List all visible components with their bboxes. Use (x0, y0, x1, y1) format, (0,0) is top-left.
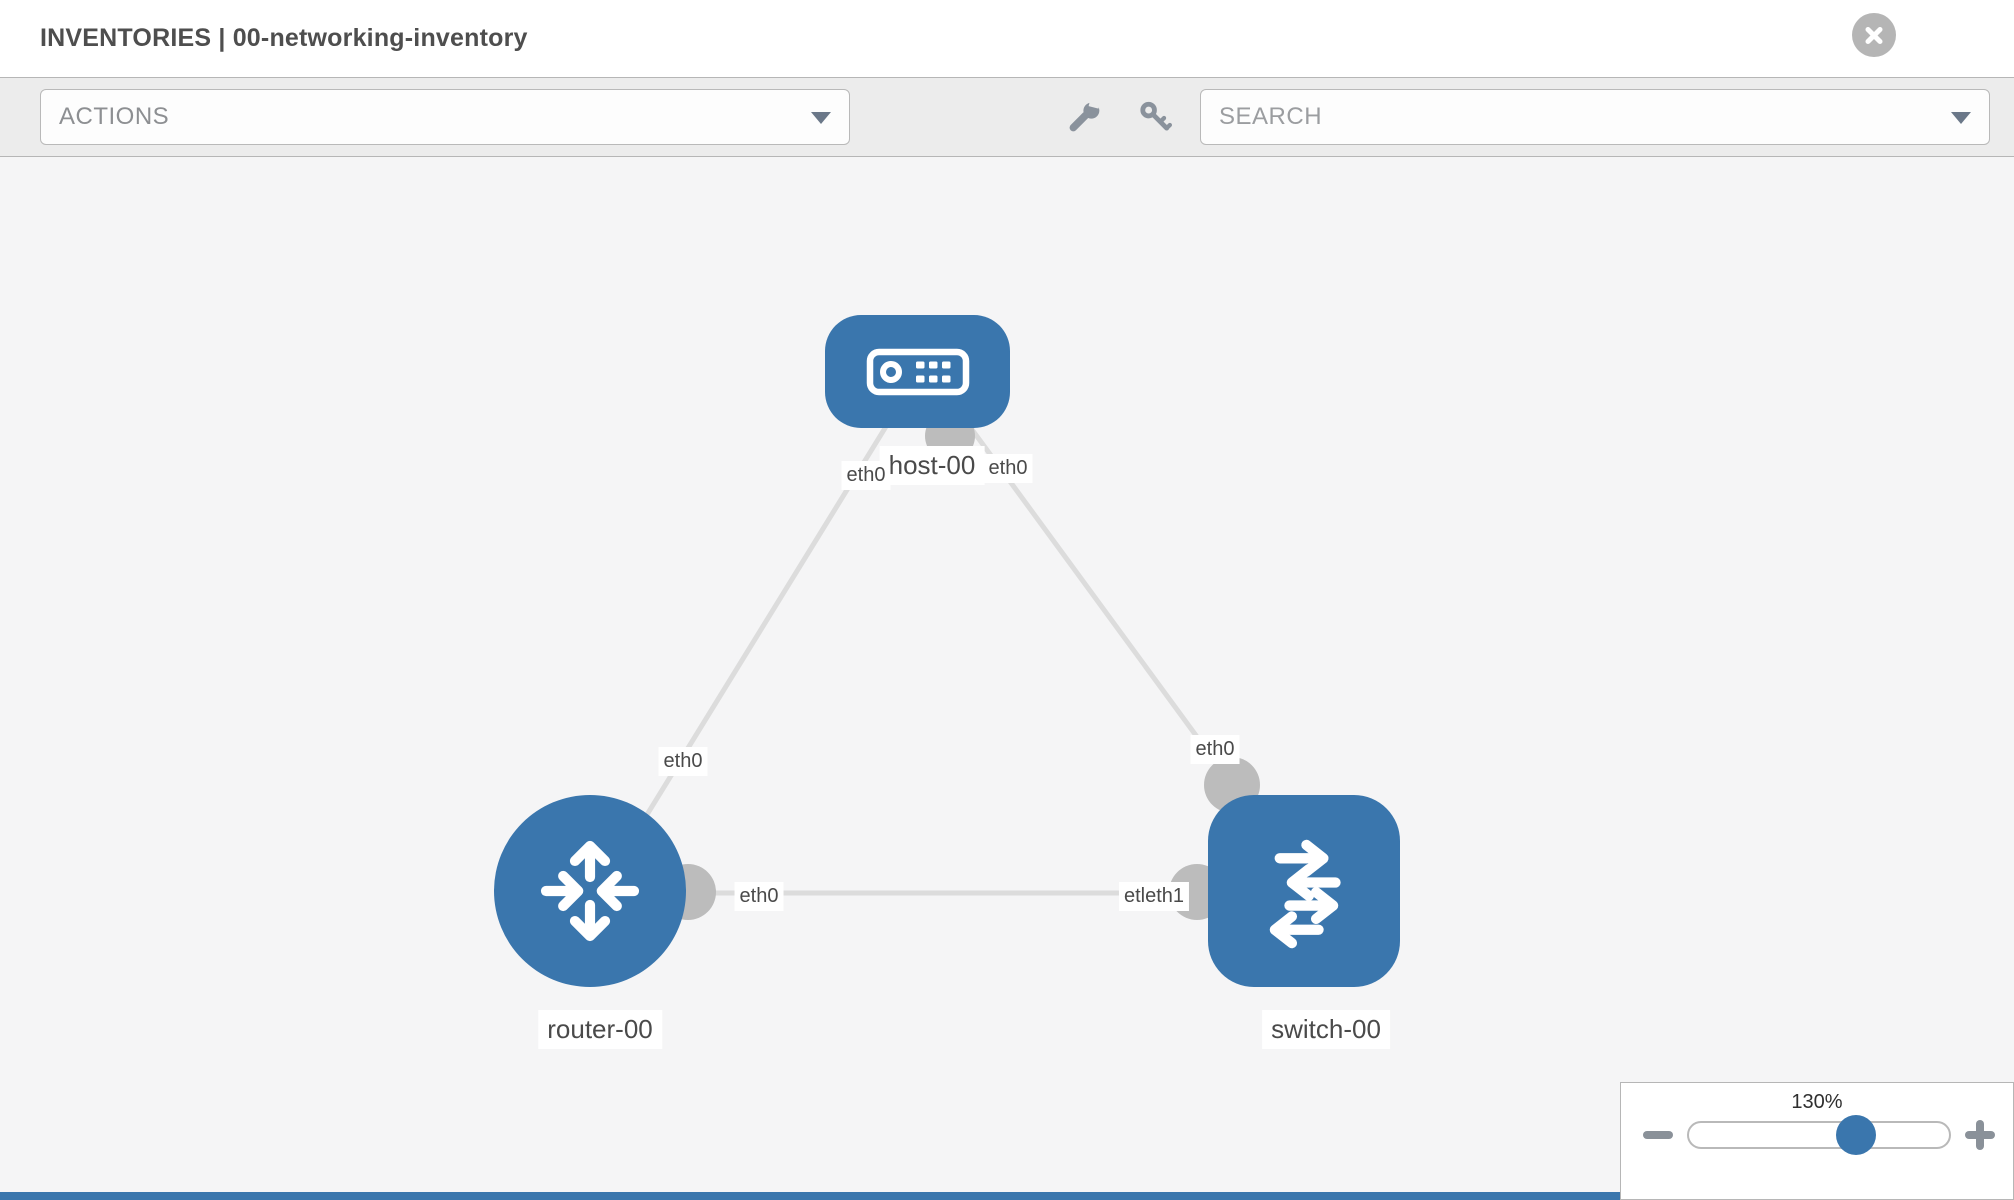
actions-dropdown-label: ACTIONS (59, 103, 170, 130)
zoom-slider-track[interactable] (1687, 1121, 1951, 1149)
interface-label-router-to-switch: eth0 (734, 882, 784, 911)
toolbar: ACTIONS SEARCH (0, 77, 2014, 157)
search-placeholder: SEARCH (1219, 103, 1323, 130)
zoom-out-minus-icon[interactable] (1643, 1120, 1673, 1150)
topology-links-layer (597, 411, 1300, 920)
page-title: INVENTORIES | 00-networking-inventory (40, 24, 528, 52)
zoom-percentage: 130% (1791, 1091, 1843, 1113)
chevron-down-icon (811, 112, 831, 124)
node-label-router: router-00 (538, 1010, 662, 1049)
header: INVENTORIES | 00-networking-inventory (0, 0, 2014, 77)
zoom-slider[interactable] (1687, 1115, 1951, 1155)
interface-label-router-to-host: eth0 (658, 747, 708, 776)
zoom-slider-thumb[interactable] (1835, 1115, 1876, 1155)
switch-arrows-icon (1269, 839, 1341, 949)
node-switch-00[interactable] (1208, 795, 1400, 987)
node-host-00[interactable] (825, 315, 1010, 428)
router-arrows-icon (540, 840, 640, 942)
actions-dropdown[interactable]: ACTIONS (40, 89, 850, 145)
zoom-panel: 130% (1620, 1082, 2014, 1200)
interface-label-switch-to-router: etleth1 (1118, 882, 1190, 911)
wrench-icon[interactable] (1058, 90, 1112, 144)
close-icon[interactable] (1852, 13, 1896, 57)
link-host-router[interactable] (597, 418, 893, 893)
node-label-switch: switch-00 (1262, 1010, 1390, 1049)
node-label-host: host-00 (879, 446, 985, 485)
footer-accent-bar (0, 1192, 1620, 1200)
server-icon (866, 348, 969, 395)
topology-canvas[interactable] (0, 157, 2014, 1200)
zoom-in-plus-icon[interactable] (1965, 1120, 1995, 1150)
node-router-00[interactable] (494, 795, 686, 987)
key-icon[interactable] (1128, 90, 1182, 144)
interface-label-host-to-switch: eth0 (983, 454, 1033, 483)
chevron-down-icon (1951, 112, 1971, 124)
interface-label-host-to-router: eth0 (841, 461, 891, 490)
search-input[interactable]: SEARCH (1200, 89, 1990, 145)
interface-label-switch-to-host: eth0 (1190, 735, 1240, 764)
